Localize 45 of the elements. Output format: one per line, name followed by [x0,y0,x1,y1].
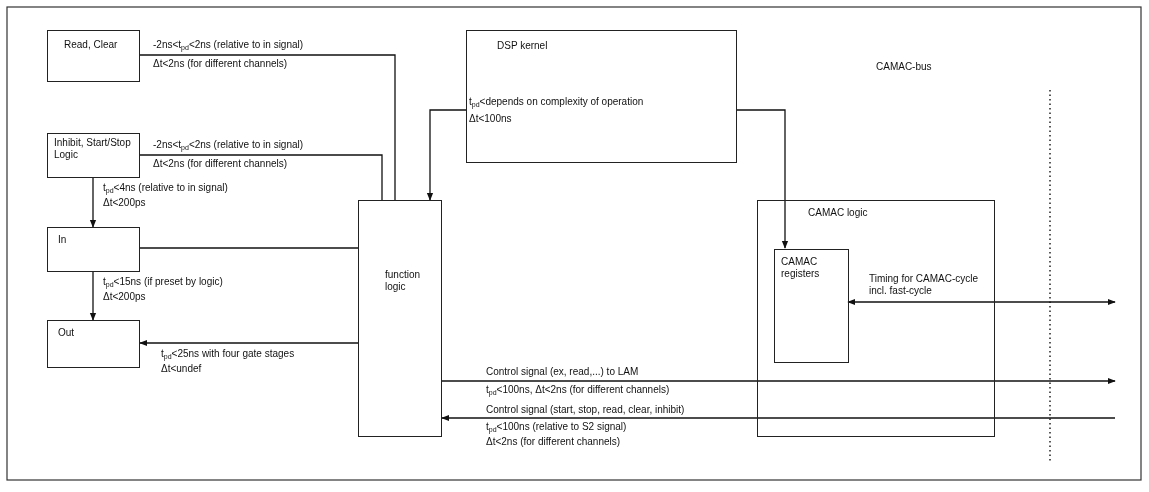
arrow [426,109,467,201]
edge-label: -2ns<t$_{pd}$<2ns (relative to in signal) [152,39,305,51]
arrow [89,271,97,321]
process-box [358,200,442,437]
edge-label: Control signal (ex, read,...) to LAM [485,366,640,378]
bus-label: CAMAC-bus [875,61,933,73]
arrow [89,177,97,228]
timing-note: Δt<200ps [102,291,147,303]
node-label: CAMAC logic [808,207,869,219]
edge-label: -2ns<t$_{pd}$<2ns (relative to in signal) [152,139,305,151]
timing-note: Δt<100ns [468,113,513,125]
edge-label: t$_{pd}$<4ns (relative to in signal) [102,182,229,194]
timing-note: t$_{pd}$<100ns, Δt<2ns (for different channels) [485,384,671,396]
node-label: In [58,234,68,246]
timing-note: Δt<2ns (for different channels) [152,158,289,170]
edge-label: t$_{pd}$<25ns with four gate stages [160,348,296,360]
timing-note: Δt<undef [160,363,203,375]
register-box [774,249,849,363]
module-box [757,200,995,437]
arrow [441,377,1116,385]
edge-label: t$_{pd}$<depends on complexity of operation [468,96,645,108]
arrow [139,339,359,347]
connector-line [139,247,359,249]
timing-note: Δt<2ns (for different channels) [485,436,622,448]
node-label: DSP kernel [497,40,549,52]
edge-label: Control signal (start, stop, read, clear, inhibit) [485,404,686,416]
connector-line [139,154,383,201]
arrow [847,298,1116,306]
node-label: CAMAC registers [781,256,821,280]
process-box [466,30,737,163]
timing-note: Δt<200ps [102,197,147,209]
node-label: Out [58,327,76,339]
timing-note: Δt<2ns (for different channels) [152,58,289,70]
node-label: Read, Clear [64,39,119,51]
node-label: function logic [385,269,422,293]
process-box [47,30,140,82]
process-box [47,133,140,178]
arrow [736,109,789,249]
edge-label: t$_{pd}$<15ns (if preset by logic) [102,276,224,288]
process-box [47,227,140,272]
node-label: Inhibit, Start/Stop Logic [54,137,132,161]
arrow [441,414,1116,422]
timing-note: t$_{pd}$<100ns (relative to S2 signal) [485,421,628,433]
process-box [47,320,140,368]
connector-line [139,54,396,201]
